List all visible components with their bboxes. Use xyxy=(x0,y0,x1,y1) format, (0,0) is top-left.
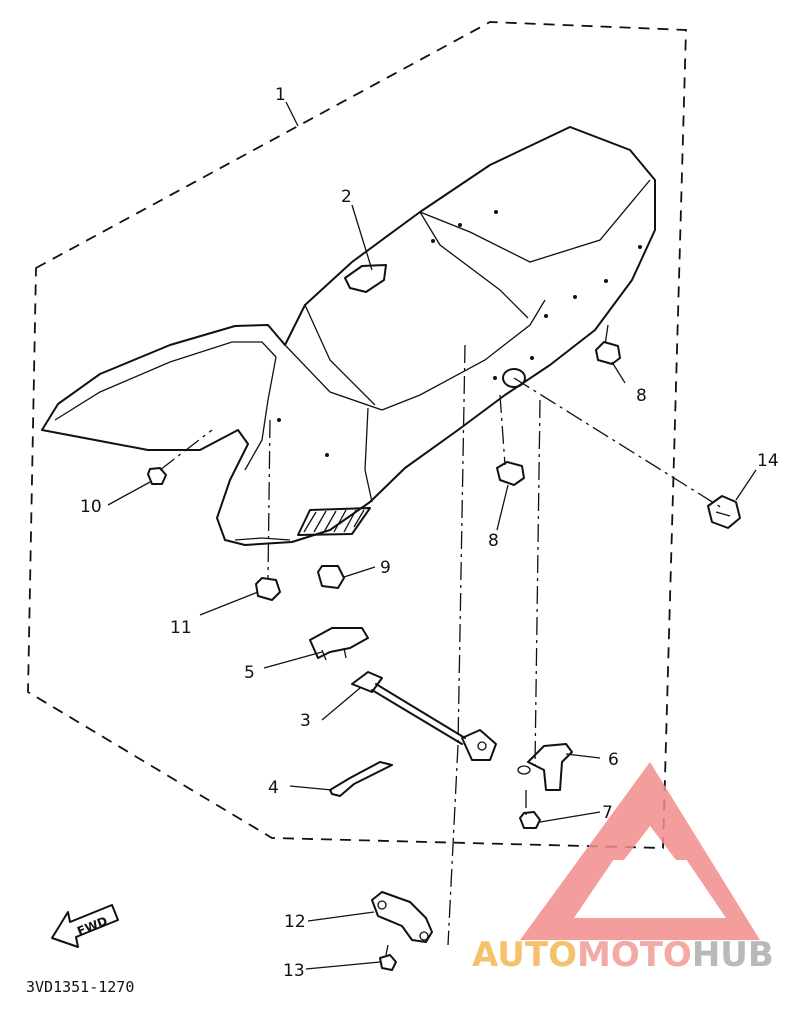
callout-1: 1 xyxy=(275,85,286,105)
bracket-part-5 xyxy=(309,627,369,661)
callout-2: 2 xyxy=(341,187,352,207)
leader-lines xyxy=(107,101,757,970)
nut-part-7 xyxy=(519,811,541,829)
assembly-center-lines xyxy=(159,324,723,956)
callout-7: 7 xyxy=(602,803,613,823)
callout-11: 11 xyxy=(170,618,192,638)
callout-9: 9 xyxy=(380,558,391,578)
callout-5: 5 xyxy=(244,663,255,683)
callout-14: 14 xyxy=(757,451,779,471)
spring-part-4 xyxy=(329,761,393,797)
grommet-part-14 xyxy=(707,495,741,529)
watermark-text: AUTOMOTOHUB xyxy=(472,935,774,975)
lock-cylinder-part-12 xyxy=(371,891,433,943)
seat-hole xyxy=(502,368,526,388)
figure-code: 3VD1351-1270 xyxy=(26,978,134,996)
watermark-part1: AUTO xyxy=(472,935,577,975)
callout-4: 4 xyxy=(268,778,279,798)
callout-10: 10 xyxy=(80,497,102,517)
fwd-arrow-icon: FWD xyxy=(51,904,119,948)
callout-8-lower: 8 xyxy=(488,531,499,551)
damper-part-9 xyxy=(317,565,345,589)
assembly-boundary xyxy=(27,21,687,849)
damper-part-8-lower xyxy=(496,461,525,486)
seat-hatch-band xyxy=(297,507,371,536)
bracket-part-6 xyxy=(517,743,573,791)
damper-part-11 xyxy=(255,577,281,601)
seat-body xyxy=(41,126,656,546)
watermark-part3: HUB xyxy=(692,935,774,975)
nut-part-13 xyxy=(379,954,397,971)
damper-part-8-upper xyxy=(595,341,621,365)
logo-triangle-icon xyxy=(520,762,760,940)
lock-assembly-part-3 xyxy=(351,671,497,761)
callout-13: 13 xyxy=(283,961,305,981)
callout-12: 12 xyxy=(284,912,306,932)
callout-3: 3 xyxy=(300,711,311,731)
automotohub-logo xyxy=(520,762,760,940)
callout-8-upper: 8 xyxy=(636,386,647,406)
watermark-part2: MOTO xyxy=(577,935,692,975)
damper-part-10 xyxy=(147,467,167,485)
callout-6: 6 xyxy=(608,750,619,770)
